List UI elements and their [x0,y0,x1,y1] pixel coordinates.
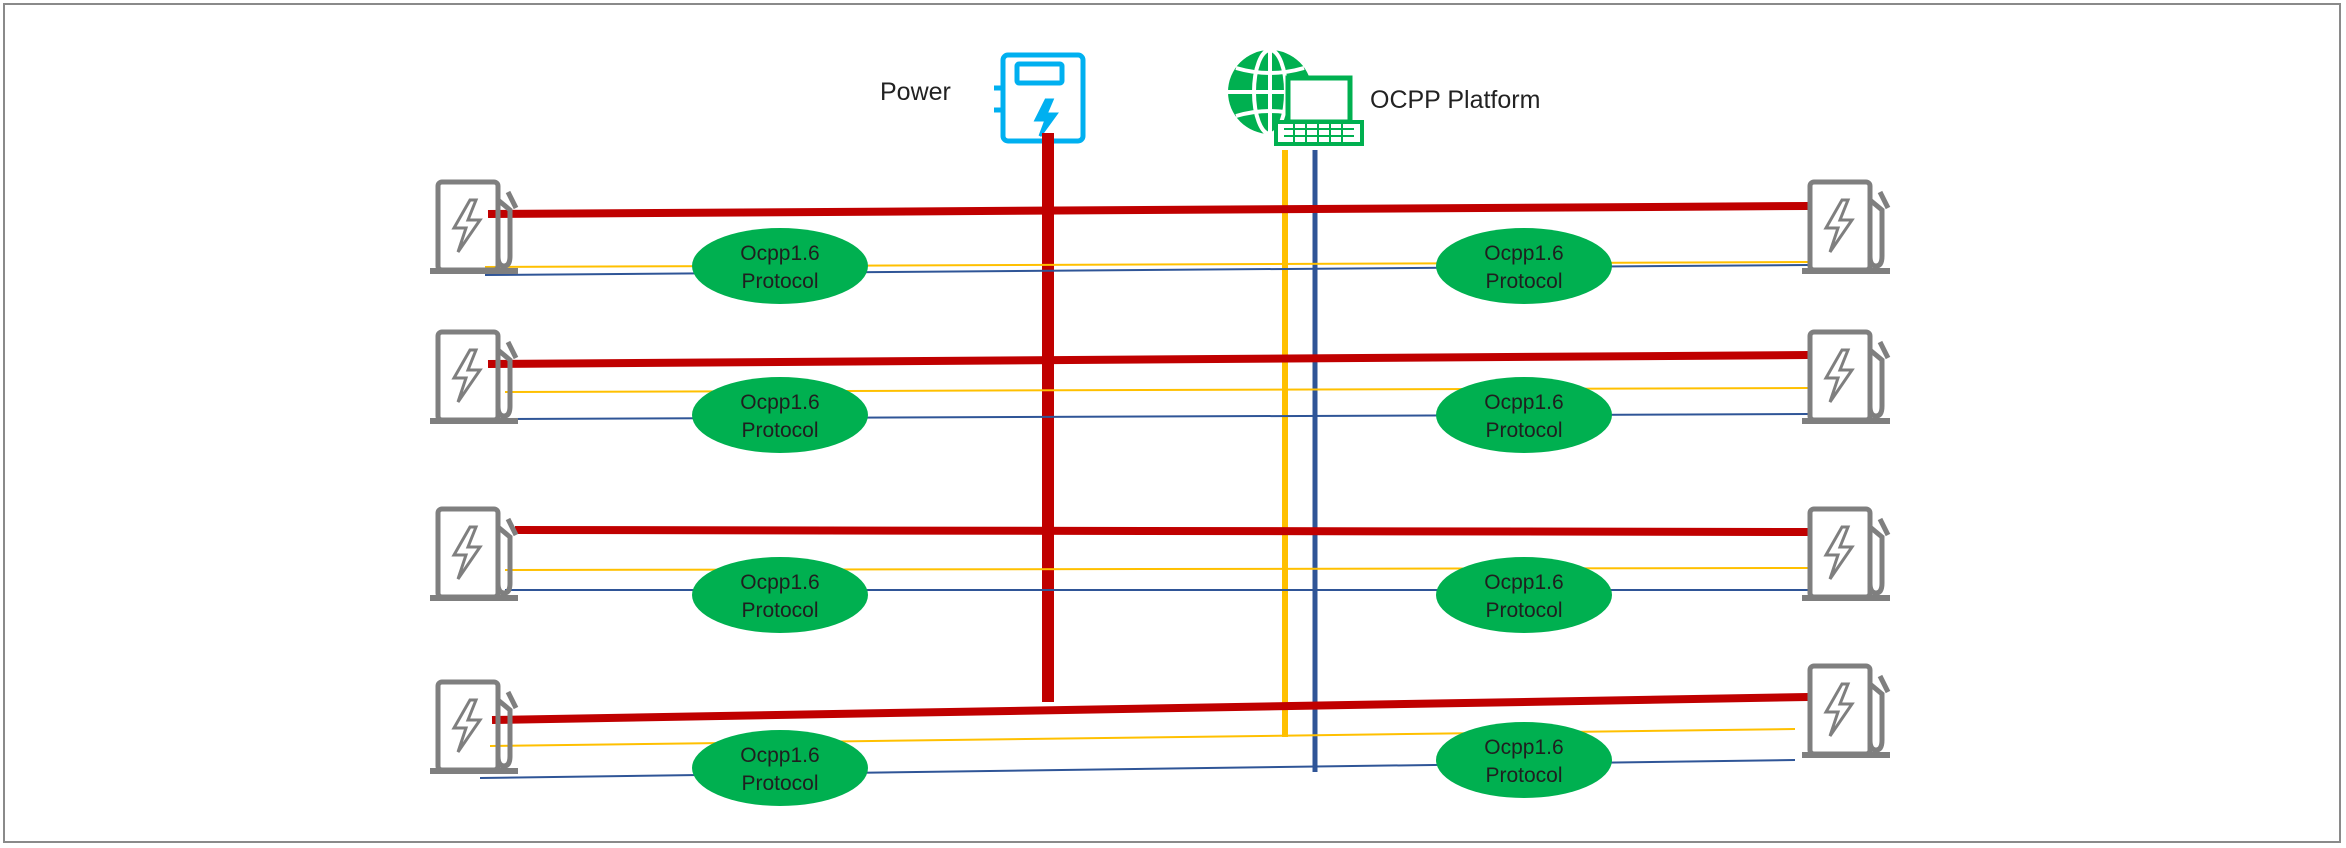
power-label: Power [880,78,951,106]
platform-label: OCPP Platform [1370,86,1540,114]
trunk-lines [1042,133,1318,772]
ev-charger-icon [430,329,519,424]
svg-text:Protocol: Protocol [1485,599,1562,622]
protocol-pill: Ocpp1.6 Protocol [692,228,868,304]
svg-text:Ocpp1.6: Ocpp1.6 [1484,736,1563,759]
svg-text:Protocol: Protocol [1485,270,1562,293]
protocol-pill: Ocpp1.6 Protocol [1436,557,1612,633]
ev-charger-icon [430,179,519,274]
svg-text:Ocpp1.6: Ocpp1.6 [740,391,819,414]
globe-laptop-icon [1228,48,1364,146]
ev-charger-icon [1802,329,1891,424]
protocol-pill: Ocpp1.6 Protocol [1436,377,1612,453]
power-cabinet-icon [994,52,1086,144]
ev-charger-icon [430,506,519,601]
svg-text:Ocpp1.6: Ocpp1.6 [1484,391,1563,414]
svg-text:Protocol: Protocol [741,772,818,795]
svg-text:Ocpp1.6: Ocpp1.6 [1484,571,1563,594]
svg-text:Protocol: Protocol [741,419,818,442]
protocol-pill: Ocpp1.6 Protocol [692,730,868,806]
ev-charger-icon [1802,506,1891,601]
ev-charger-icon [1802,179,1891,274]
protocol-pill: Ocpp1.6 Protocol [692,557,868,633]
diagram-frame [3,3,2341,843]
protocol-pill: Ocpp1.6 Protocol [692,377,868,453]
protocol-pill: Ocpp1.6 Protocol [1436,228,1612,304]
svg-text:Protocol: Protocol [1485,419,1562,442]
svg-text:Ocpp1.6: Ocpp1.6 [1484,242,1563,265]
ev-charger-icon [1802,663,1891,758]
svg-text:Ocpp1.6: Ocpp1.6 [740,571,819,594]
protocol-pill: Ocpp1.6 Protocol [1436,722,1612,798]
svg-text:Ocpp1.6: Ocpp1.6 [740,744,819,767]
svg-text:Protocol: Protocol [741,270,818,293]
svg-text:Ocpp1.6: Ocpp1.6 [740,242,819,265]
svg-text:Protocol: Protocol [1485,764,1562,787]
ev-charger-icon [430,679,519,774]
svg-text:Protocol: Protocol [741,599,818,622]
